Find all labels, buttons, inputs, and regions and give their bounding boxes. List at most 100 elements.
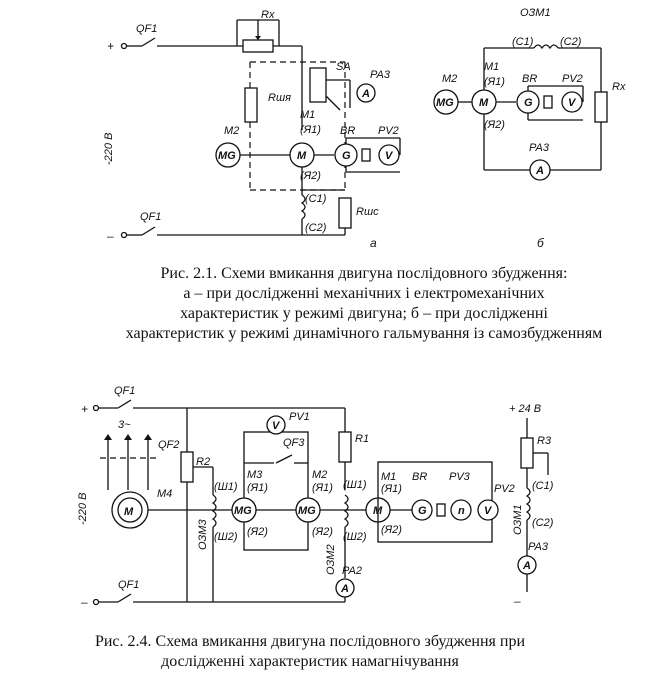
rshs-resistor [338, 197, 352, 229]
m2-label-b: M2 [442, 73, 457, 85]
br-label-b: BR [522, 73, 537, 85]
caption-line-4: характеристик у режимі динамічного гальм… [125, 325, 603, 342]
plus-terminal-label: + [107, 39, 114, 53]
sh1b-label: (Ш1) [343, 479, 367, 491]
pa3-label-2: PA3 [528, 541, 549, 553]
fig-2-1-caption: Рис. 2.1. Схеми вмикання двигуна послідо… [64, 264, 664, 344]
qf1-bottom-label-2: QF1 [118, 579, 139, 591]
pv1-voltmeter [266, 415, 286, 435]
m-symbol: M [297, 150, 307, 162]
m2-label-2: M2 [312, 469, 327, 481]
r3-label: R3 [537, 435, 552, 447]
pa3-symbol-2: A [522, 560, 531, 572]
c2-label: (C2) [305, 222, 327, 234]
qf1-top-switch-2 [117, 399, 132, 409]
rx-resistor [242, 39, 274, 53]
pa3-label-b: PA3 [529, 142, 550, 154]
qf1-bottom-label: QF1 [140, 211, 161, 223]
pa2-symbol: A [340, 583, 349, 595]
minus-terminal-label: – [106, 229, 114, 243]
fig-2-4-schematic: + QF1 -220 В – QF1 3~ QF2 M M4 R2 [77, 385, 554, 609]
sh1-label: (Ш1) [214, 481, 238, 493]
ozm3-winding [211, 494, 217, 528]
m1-ya1-label: (Я1) [381, 483, 402, 495]
r1-label: R1 [355, 433, 369, 445]
r1-resistor [338, 431, 352, 463]
m1-label-2: M1 [381, 471, 396, 483]
m1-label-b: M1 [484, 61, 499, 73]
sa-label: SA [336, 61, 351, 73]
pv2-voltmeter-b [561, 91, 583, 113]
panel-a-label: а [370, 236, 377, 250]
g-symbol-b: G [524, 97, 533, 109]
rx-label-b: Rх [612, 81, 626, 93]
mg-symbol-b: MG [436, 97, 454, 109]
rx-label: Rх [261, 9, 275, 21]
m2-ya1-label: (Я1) [312, 482, 333, 494]
sh2b-label: (Ш2) [343, 531, 367, 543]
ozm2-winding [343, 494, 349, 528]
m3-ya2-label: (Я2) [247, 526, 268, 538]
m4-symbol: M [124, 506, 134, 518]
c1-label-2: (C1) [532, 480, 554, 492]
g-symbol: G [342, 150, 351, 162]
pa3-ammeter [356, 83, 376, 103]
qf1-bottom-switch-2 [117, 593, 132, 603]
c2-label-b: (C2) [560, 36, 582, 48]
pa2-label: PA2 [342, 565, 362, 577]
v-symbol-b: V [568, 97, 577, 109]
qf1-top-switch [141, 37, 156, 47]
m1-ya2-label: (Я2) [381, 524, 402, 536]
panel-b-label: б [537, 236, 545, 250]
mg-symbol: MG [218, 150, 236, 162]
br-label: BR [340, 125, 355, 137]
r2-resistor [180, 451, 194, 483]
m-symbol-b: M [479, 97, 489, 109]
c1-label-b: (C1) [512, 36, 534, 48]
m3-mg-symbol: MG [234, 505, 252, 517]
v-symbol: V [385, 150, 394, 162]
ya2-label: (Я2) [300, 170, 321, 182]
ya1-label-b: (Я1) [484, 76, 505, 88]
series-winding [300, 194, 306, 220]
c2-label-2: (C2) [532, 517, 554, 529]
minus-terminal-label-2: – [80, 595, 88, 609]
m2-ya2-label: (Я2) [312, 526, 333, 538]
n-symbol: n [458, 505, 465, 517]
ozm1-winding-2 [525, 487, 531, 521]
m4-label: M4 [157, 488, 172, 500]
pv2-voltmeter-2 [477, 499, 499, 521]
caption2-line-2: дослідженні характеристик намагнічування [161, 653, 459, 670]
m3-ya1-label: (Я1) [247, 482, 268, 494]
qf3-switch [275, 454, 293, 464]
ozm1-winding [533, 44, 559, 50]
qf1-bottom-switch [141, 226, 156, 236]
v2-symbol: V [484, 505, 493, 517]
rshya-label: Rшя [268, 92, 291, 104]
three-phase-label: 3~ [118, 419, 131, 431]
a-symbol-b: A [535, 165, 544, 177]
pv1-label: PV1 [289, 411, 310, 423]
rshs-label: Rшс [356, 206, 379, 218]
pv2-label-b: PV2 [562, 73, 583, 85]
m2-label: M2 [224, 125, 239, 137]
pv3-meter [450, 499, 472, 521]
g-symbol-2: G [418, 505, 427, 517]
ozm3-label: ОЗМ3 [197, 519, 209, 550]
qf2-label: QF2 [158, 439, 179, 451]
pa3-label: PA3 [370, 69, 391, 81]
rshya-resistor [244, 87, 258, 123]
caption2-line-1: Рис. 2.4. Схема вмикання двигуна послідо… [94, 633, 526, 650]
qf1-top-label-2: QF1 [114, 385, 135, 397]
caption-line-3: характеристик у режимі двигуна; б – при … [180, 305, 548, 322]
rx-resistor-b [594, 91, 608, 123]
ya1-label: (Я1) [300, 124, 321, 136]
fig-2-4-caption: Рис. 2.4. Схема вмикання двигуна послідо… [30, 632, 590, 672]
br-label-2: BR [412, 471, 427, 483]
pv2-voltmeter [378, 144, 400, 166]
plus24-label: + 24 В [509, 403, 541, 415]
pv2-label-2: PV2 [494, 483, 515, 495]
r2-label: R2 [196, 456, 210, 468]
caption-line-2: а – при дослідженні механічних і електро… [183, 285, 545, 302]
